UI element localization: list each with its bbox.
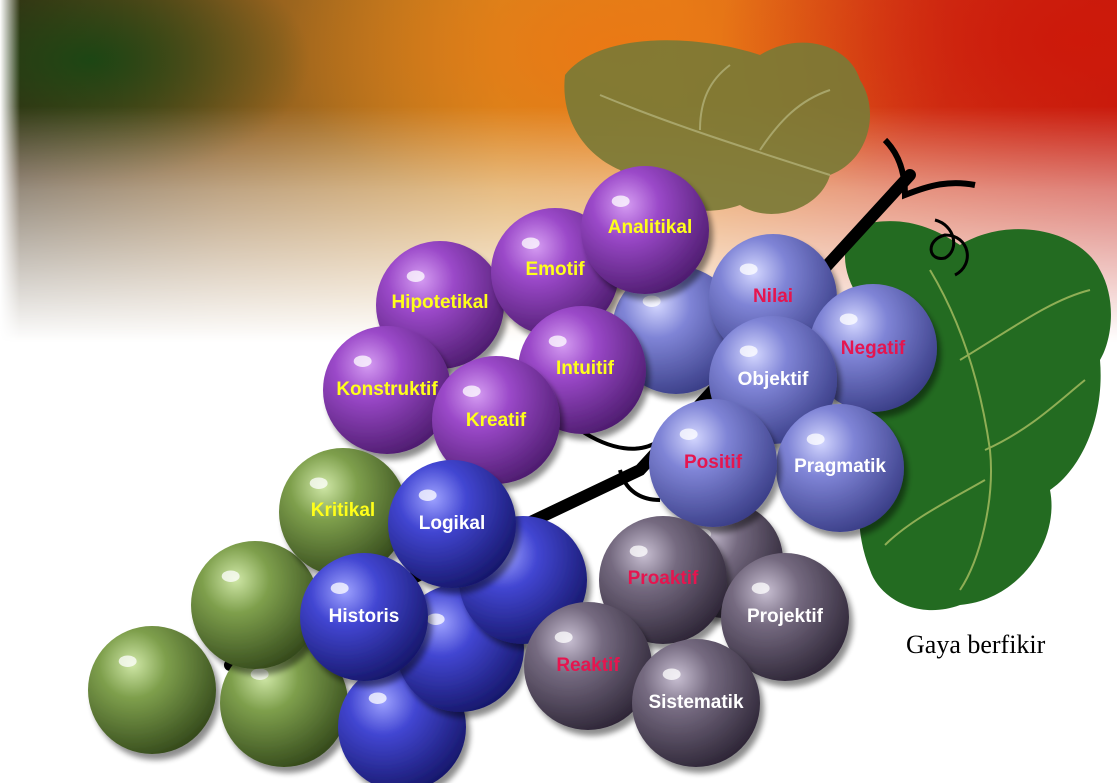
grape-historis-highlight xyxy=(330,582,349,594)
grape-unlabeled-highlight xyxy=(426,613,445,625)
grape-kreatif-highlight xyxy=(462,385,481,397)
grape-unlabeled-highlight xyxy=(368,692,387,704)
grape-pragmatik-highlight xyxy=(806,433,825,445)
grape-label-kreatif: Kreatif xyxy=(466,410,527,431)
grape-sistematik-highlight xyxy=(662,668,681,680)
grape-label-positif: Positif xyxy=(684,452,743,473)
grape-label-emotif: Emotif xyxy=(525,259,585,280)
grape-projektif-highlight xyxy=(751,582,770,594)
grapes: Hipotetikal Emotif AnalitikalIntuitifKonst… xyxy=(88,166,937,783)
grape-label-sistematik: Sistematik xyxy=(648,692,743,713)
grape-label-reaktif: Reaktif xyxy=(556,655,620,676)
grape-pragmatik xyxy=(776,404,904,532)
grape-unlabeled-highlight xyxy=(642,295,661,307)
grape-historis xyxy=(300,553,428,681)
grape-proaktif xyxy=(599,516,727,644)
grape-label-pragmatik: Pragmatik xyxy=(794,456,886,477)
grape-objektif-highlight xyxy=(739,345,758,357)
grape-analitikal-highlight xyxy=(611,195,630,207)
grape-unlabeled xyxy=(88,626,216,754)
grape-negatif-highlight xyxy=(839,313,858,325)
grape-label-objektif: Objektif xyxy=(738,369,809,390)
grape-kritikal-highlight xyxy=(309,477,328,489)
grape-konstruktif xyxy=(323,326,451,454)
caption-gaya-berfikir: Gaya berfikir xyxy=(906,630,1046,659)
grape-intuitif-highlight xyxy=(548,335,567,347)
grape-label-projektif: Projektif xyxy=(747,606,824,627)
grape-label-hipotetikal: Hipotetikal xyxy=(391,292,488,313)
grape-logikal xyxy=(388,460,516,588)
grape-label-intuitif: Intuitif xyxy=(556,358,615,379)
background-edge-fade xyxy=(0,0,20,783)
grape-konstruktif-highlight xyxy=(353,355,372,367)
grape-sistematik xyxy=(632,639,760,767)
grape-negatif xyxy=(809,284,937,412)
grape-analitikal xyxy=(581,166,709,294)
grape-label-nilai: Nilai xyxy=(753,286,793,307)
grape-unlabeled-highlight xyxy=(221,570,240,582)
grape-unlabeled-highlight xyxy=(118,655,137,667)
grape-label-analitikal: Analitikal xyxy=(608,217,692,238)
grape-positif xyxy=(649,399,777,527)
grape-projektif xyxy=(721,553,849,681)
grape-hipotetikal-highlight xyxy=(406,270,425,282)
grape-unlabeled-highlight xyxy=(250,668,269,680)
grape-reaktif-highlight xyxy=(554,631,573,643)
grape-unlabeled xyxy=(191,541,319,669)
grape-reaktif xyxy=(524,602,652,730)
grape-label-kritikal: Kritikal xyxy=(311,500,375,521)
grape-label-konstruktif: Konstruktif xyxy=(336,379,438,400)
grape-logikal-highlight xyxy=(418,489,437,501)
leaf-right xyxy=(845,221,1111,611)
grape-unlabeled xyxy=(220,639,348,767)
grape-kreatif xyxy=(432,356,560,484)
grape-label-negatif: Negatif xyxy=(841,338,906,359)
grape-nilai-highlight xyxy=(739,263,758,275)
grape-label-proaktif: Proaktif xyxy=(628,568,699,589)
grape-proaktif-highlight xyxy=(629,545,648,557)
grape-label-logikal: Logikal xyxy=(419,513,486,534)
grape-emotif-highlight xyxy=(521,237,540,249)
grape-positif-highlight xyxy=(679,428,698,440)
grape-label-historis: Historis xyxy=(329,606,400,627)
grape-kritikal xyxy=(279,448,407,576)
